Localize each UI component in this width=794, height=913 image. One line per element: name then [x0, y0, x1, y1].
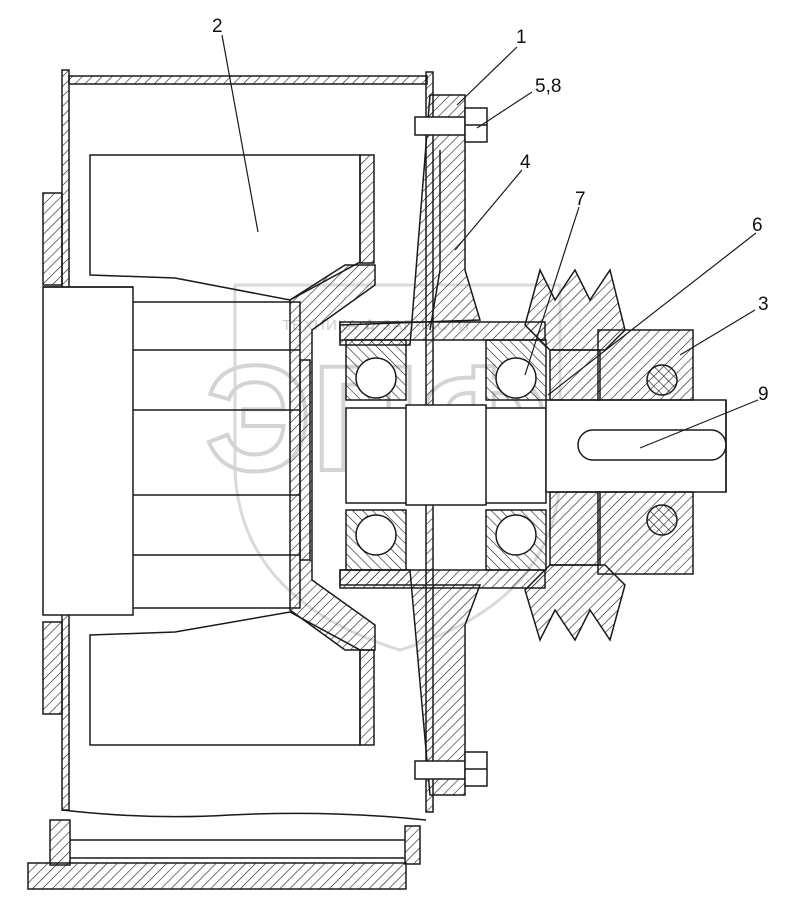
labels: 2 1 5,8 4 7 6 3 9 — [212, 16, 769, 405]
label-6: 6 — [752, 215, 763, 236]
pump-flange — [339, 94, 546, 796]
shaft — [345, 399, 727, 506]
hub — [597, 329, 694, 575]
label-3: 3 — [758, 294, 769, 315]
bearings — [345, 339, 547, 571]
label-2: 2 — [212, 16, 223, 37]
label-1: 1 — [516, 27, 527, 48]
fan-impeller — [42, 264, 376, 651]
bolt-top — [414, 107, 488, 143]
label-4: 4 — [520, 152, 531, 173]
label-9: 9 — [758, 384, 769, 405]
leader-lines — [221, 34, 759, 449]
label-7: 7 — [575, 189, 586, 210]
label-5-8: 5,8 — [535, 76, 561, 97]
bolt-bottom — [414, 751, 488, 787]
